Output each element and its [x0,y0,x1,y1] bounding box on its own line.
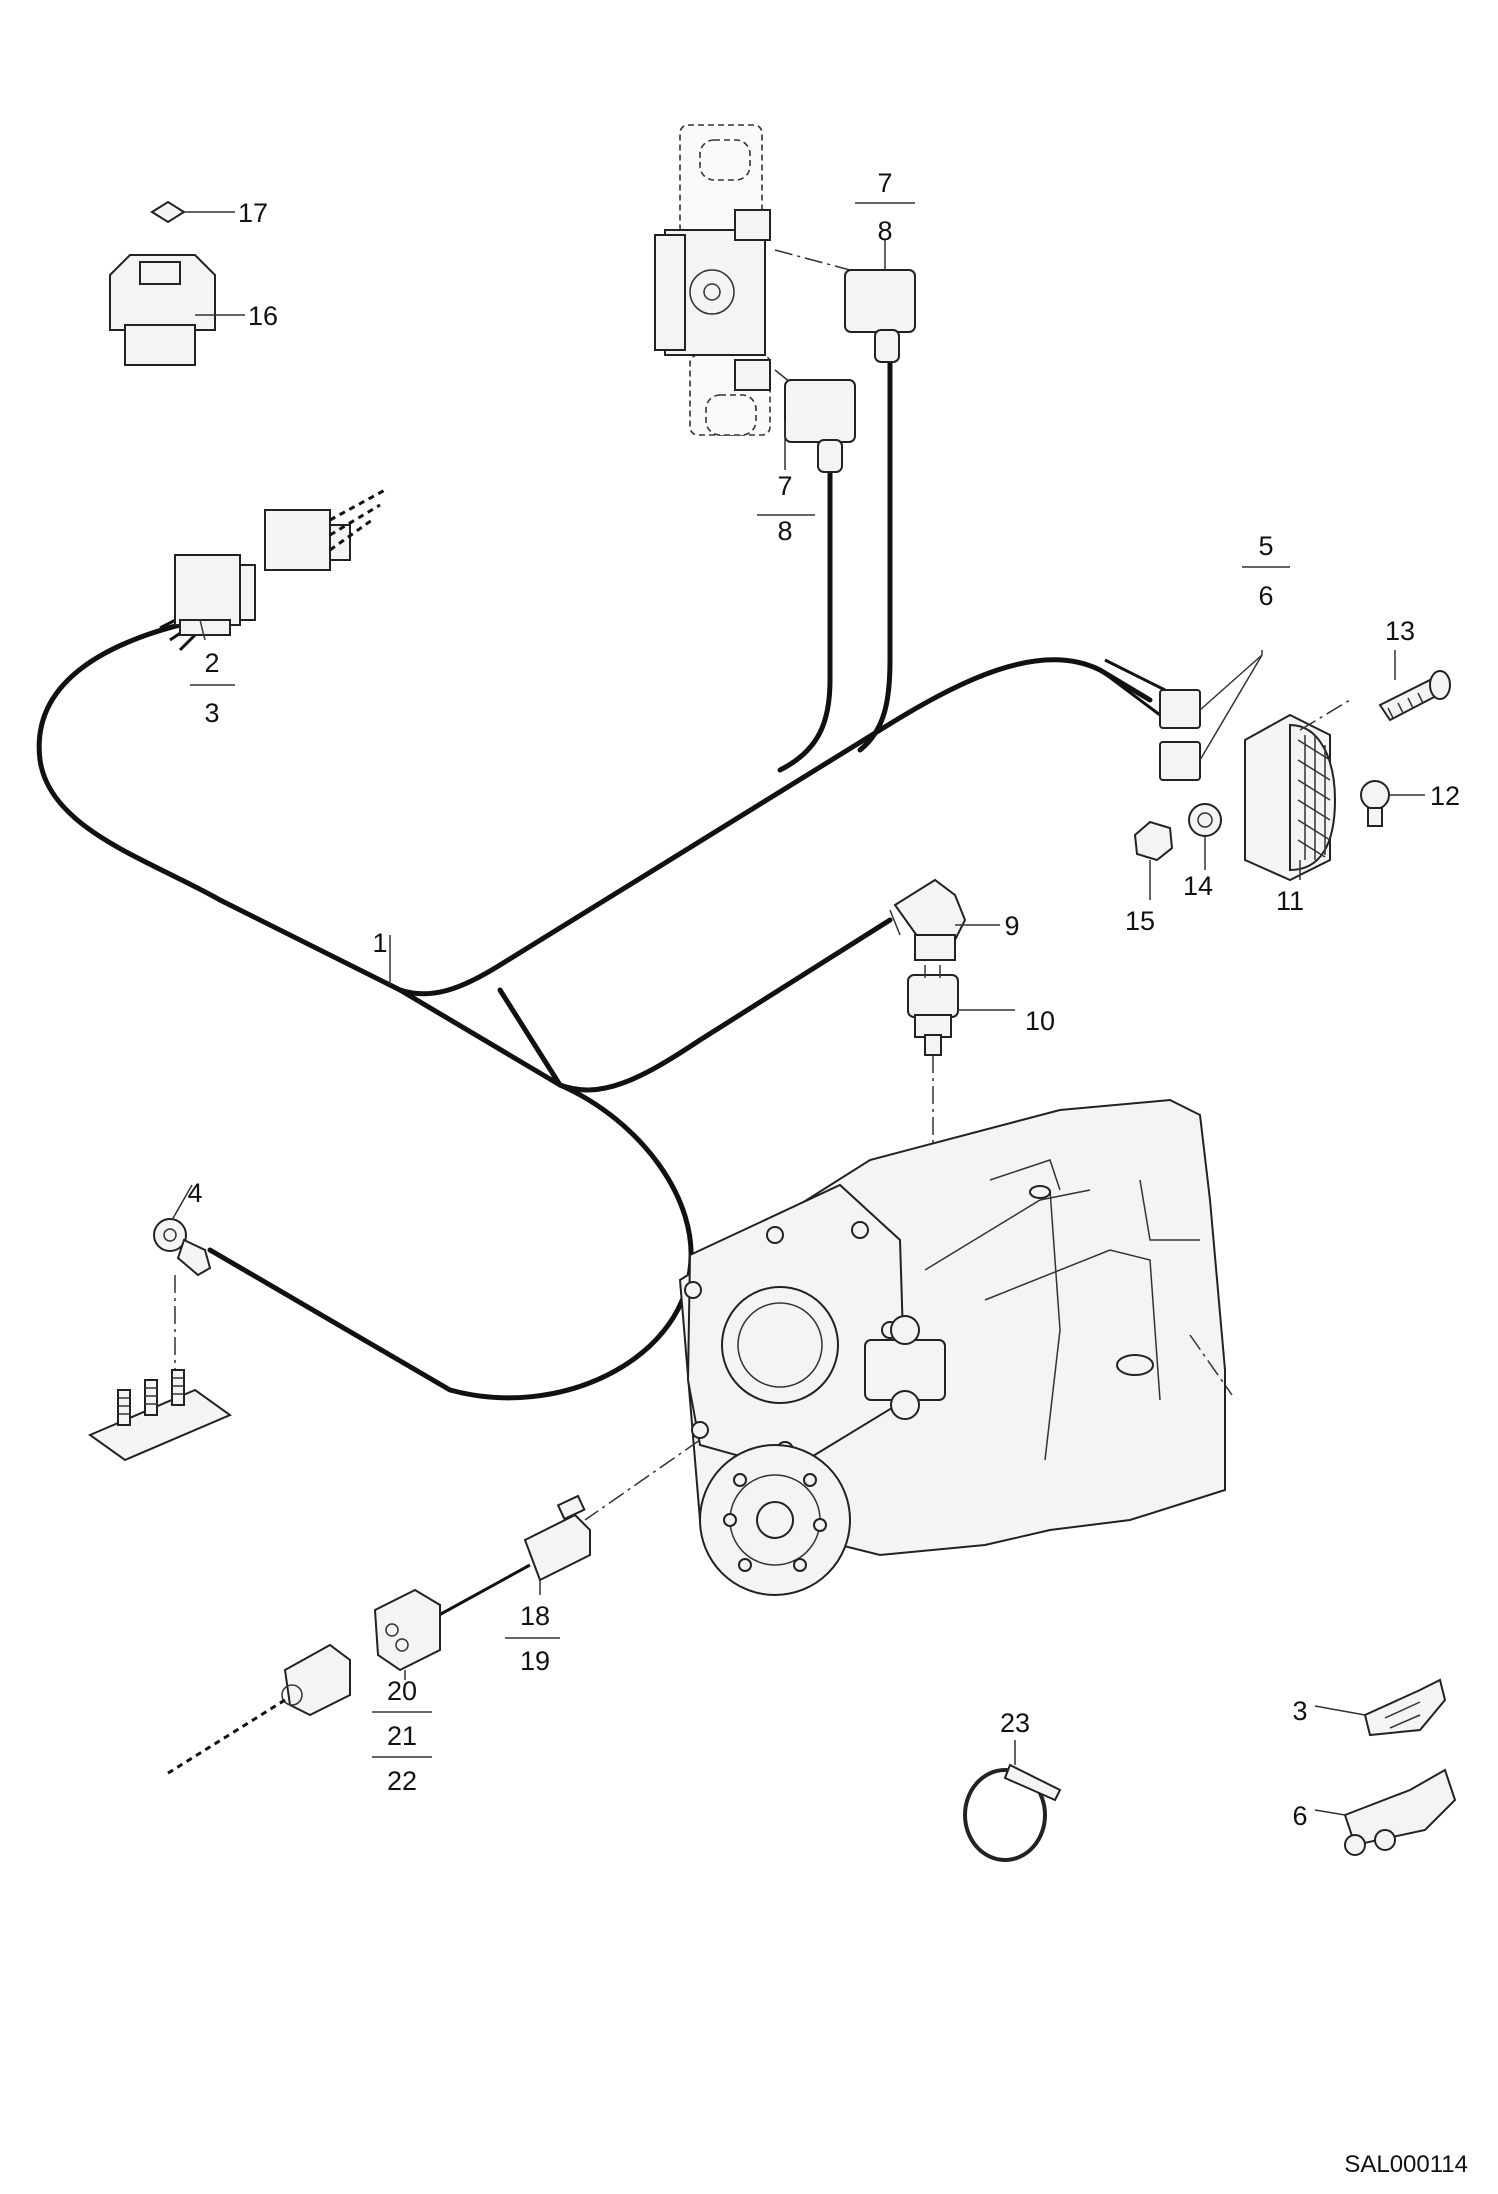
callout-10: 10 [1025,1006,1055,1036]
cable-harness [36,357,1166,1401]
lamp-bulb [1360,780,1390,827]
callout-6: 6 [1258,581,1273,611]
mating-plug [164,1643,351,1777]
speed-sensor [429,1494,591,1622]
sensor-plug [373,1588,441,1672]
callout-1: 1 [372,928,387,958]
callout-13: 13 [1385,616,1415,646]
multi-pin-connector [174,488,386,636]
solenoid-valve [654,124,851,436]
callout-8-upper: 8 [877,216,892,246]
callout-7-lower: 7 [777,471,792,501]
callout-18: 18 [520,1601,550,1631]
elbow-connector [889,878,967,961]
hex-nut [1133,820,1174,862]
callout-8-lower: 8 [777,516,792,546]
solenoid-connector-upper [844,269,916,363]
lamp-housing [1244,699,1351,882]
switch-cover [150,200,186,224]
output-flange [699,1444,851,1596]
pressure-switch [907,965,959,1056]
solenoid-connector-lower [784,379,856,473]
leader-lines [171,202,1425,1816]
flange-plate [684,1183,907,1472]
callout-21: 21 [387,1721,417,1751]
callout-4: 4 [187,1178,202,1208]
callout-12: 12 [1430,781,1460,811]
terminal-block [87,1369,233,1462]
callout-5: 5 [1258,531,1273,561]
ground-lug [153,1218,212,1277]
callout-9: 9 [1004,911,1019,941]
lamp-screw [1378,670,1451,722]
callout-15: 15 [1125,906,1155,936]
cable-tie [963,1763,1062,1862]
callout-7-upper: 7 [877,168,892,198]
callout-3: 3 [204,698,219,728]
callout-11: 11 [1276,886,1304,916]
callout-16: 16 [248,301,278,331]
callout-2: 2 [204,648,219,678]
callout-3-detail: 3 [1292,1696,1307,1726]
valve-block-on-housing [864,1315,946,1420]
callout-6-detail: 6 [1292,1801,1307,1831]
flat-plug-connector-pair [1159,650,1263,781]
callout-20: 20 [387,1676,417,1706]
callout-19: 19 [520,1646,550,1676]
washer [1188,803,1222,837]
callout-22: 22 [387,1766,417,1796]
callout-14: 14 [1183,871,1213,901]
flat-terminal-detail [1363,1678,1447,1737]
callout-labels: 1 2 3 3 4 5 6 6 7 8 7 8 9 10 11 12 13 14… [187,168,1460,1831]
blade-terminal-detail [1343,1768,1457,1856]
callout-17: 17 [238,198,268,228]
callout-23: 23 [1000,1708,1030,1738]
rocker-switch [109,254,216,366]
drawing-reference-code: SAL000114 [1344,2151,1468,2178]
